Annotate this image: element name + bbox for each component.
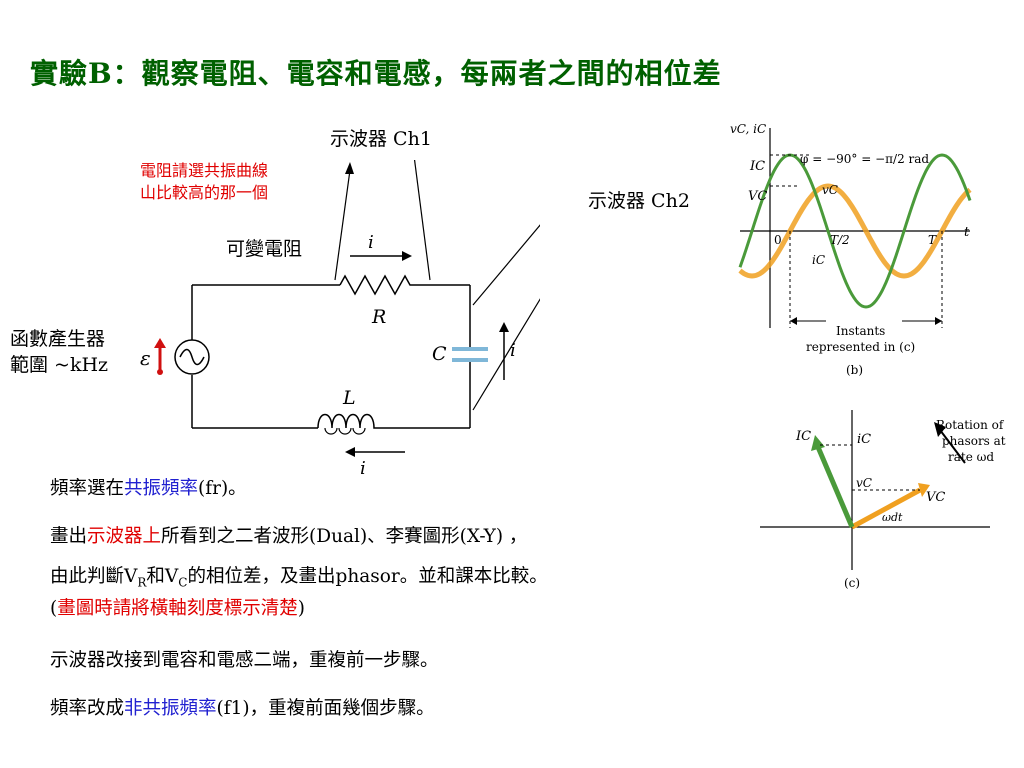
rotation-label: Rotation of: [936, 418, 1005, 432]
resistor-note: 電阻請選共振曲線 山比較高的那一個: [139, 161, 268, 202]
variable-resistor-label: 可變電阻: [226, 238, 303, 260]
emf-label: ε: [140, 346, 151, 370]
time-axis-label: t: [964, 225, 970, 240]
ic-phasor-label: IC: [795, 429, 811, 444]
function-generator-label: 函數產生器 範圍 ~kHz: [10, 328, 109, 376]
omega-t-label: ωdt: [882, 511, 903, 524]
paragraph-draw: 畫出示波器上所看到之二者波形(Dual)、李賽圖形(X-Y) ，: [50, 526, 528, 547]
phase-annotation: φ = −90° = −π/2 rad: [800, 152, 929, 166]
rotation-label-2: phasors at: [942, 434, 1006, 448]
instants-label: Instants: [836, 324, 885, 338]
page-title: 實驗B：觀察電阻、電容和電感，每兩者之間的相位差: [30, 57, 722, 90]
circuit-diagram: R C L i i i ε: [140, 160, 540, 479]
instants-label-2: represented in (c): [806, 340, 915, 354]
resistor-label: R: [371, 306, 386, 328]
vc-amplitude-label: VC: [748, 189, 767, 204]
oscilloscope-ch1-label: 示波器 Ch1: [330, 128, 432, 150]
vc-small-label: vC: [856, 476, 872, 490]
half-period-label: T/2: [830, 233, 850, 247]
inductor-symbol: [317, 413, 380, 429]
current-label-top: i: [368, 232, 374, 253]
ic-waveform: [738, 153, 972, 309]
ac-source-symbol: [174, 339, 210, 375]
current-label-cap: i: [510, 340, 516, 361]
period-label: T: [928, 233, 937, 247]
ic-amplitude-label: IC: [749, 159, 765, 174]
waveform-axis-label: vC, iC: [730, 122, 766, 136]
vc-curve-label: vC: [822, 183, 838, 197]
resistor-symbol: [339, 274, 415, 296]
paragraph-axis-note: (畫圖時請將橫軸刻度標示清楚): [50, 598, 305, 619]
rotation-label-3: rate ωd: [948, 450, 994, 464]
inductor-label: L: [342, 387, 356, 409]
paragraph-resonance: 頻率選在共振頻率(fr)。: [50, 478, 247, 499]
paragraph-nonresonance: 頻率改成非共振頻率(f1)，重複前面幾個步驟。: [50, 698, 435, 719]
vc-phasor-label: VC: [926, 490, 945, 505]
graph-c-caption: (c): [844, 576, 860, 590]
capacitor-label: C: [432, 343, 447, 365]
graph-b-caption: (b): [846, 363, 863, 377]
capacitor-symbol: [452, 347, 488, 362]
oscilloscope-ch2-label: 示波器 Ch2: [588, 190, 690, 212]
origin-label: 0: [774, 233, 782, 247]
current-label-bottom: i: [360, 458, 366, 479]
ic-curve-label: iC: [812, 253, 825, 267]
phasor-diagram: IC iC vC VC ωdt Rotation of phasors at r…: [760, 410, 1006, 590]
waveform-graph: vC, iC φ = −90° = −π/2 rad IC VC vC iC 0…: [730, 122, 972, 377]
paragraph-lc: 示波器改接到電容和電感二端，重複前一步驟。: [50, 650, 439, 671]
ic-axis-label: iC: [857, 432, 871, 447]
vc-waveform: [738, 183, 972, 279]
paragraph-phase: 由此判斷VR和VC的相位差，及畫出phasor。並和課本比較。: [50, 566, 548, 590]
